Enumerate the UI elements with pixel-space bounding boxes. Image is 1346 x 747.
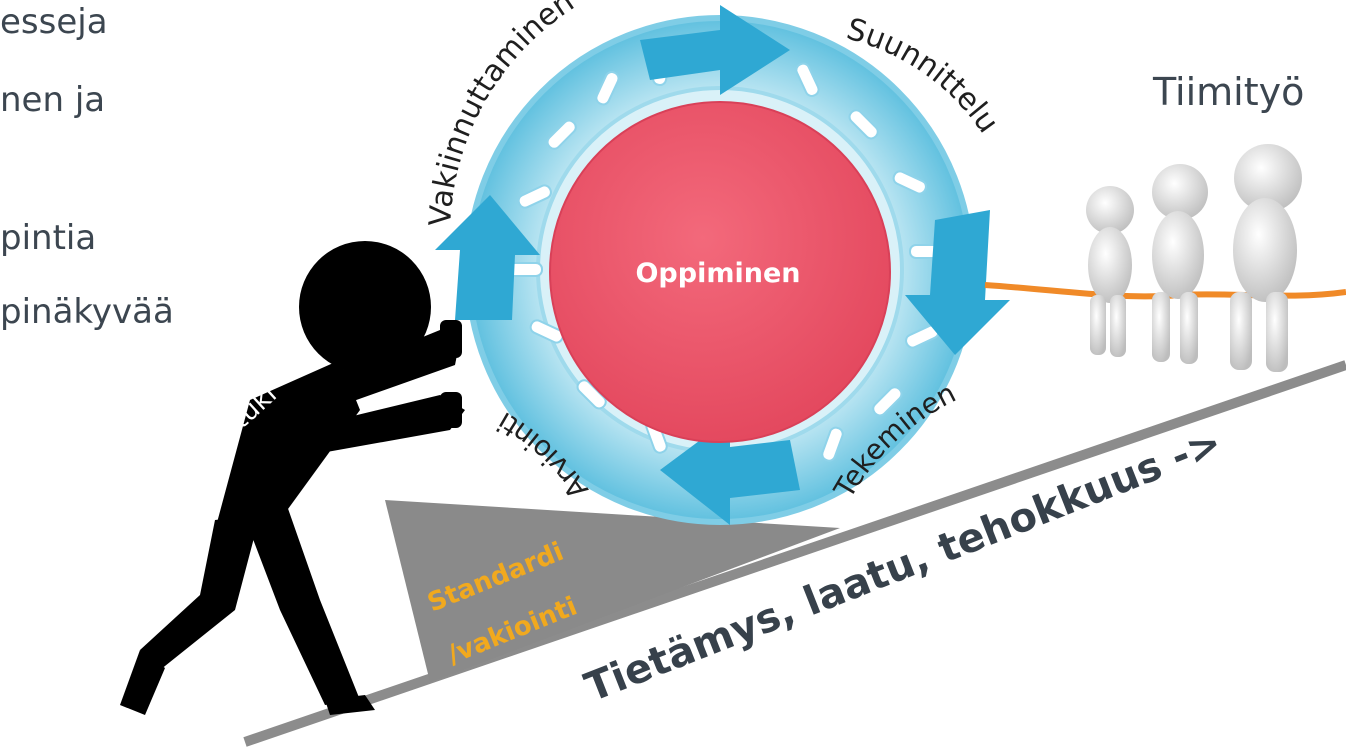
- ring-dashes: [507, 50, 945, 462]
- bullet-line-4: pinäkyvää: [0, 292, 174, 332]
- arrow-right: [905, 210, 1010, 355]
- learning-cycle: Oppiminen Vakiinnuttaminen Suunnittelu T…: [423, 0, 1010, 525]
- cycle-arrows: [435, 5, 1010, 525]
- learning-center: [549, 101, 891, 443]
- team-figures: [984, 144, 1346, 372]
- team-person-1: [1086, 186, 1134, 357]
- bullet-line-3: pintia: [0, 218, 97, 258]
- arrow-top: [640, 5, 790, 95]
- slope-line: [243, 360, 1346, 747]
- pushing-figure: [120, 241, 465, 715]
- bullet-line-1: esseja: [0, 2, 108, 42]
- arrow-left: [435, 195, 540, 320]
- learning-center-label: Oppiminen: [635, 258, 800, 289]
- arrow-bottom: [660, 418, 800, 525]
- teamwork-label: Tiimityö: [1153, 70, 1305, 114]
- team-person-3: [1230, 144, 1302, 372]
- figure-head: [299, 241, 431, 373]
- standard-wedge: [385, 500, 840, 682]
- team-person-2: [1152, 164, 1208, 364]
- bullet-line-2: nen ja: [0, 80, 106, 120]
